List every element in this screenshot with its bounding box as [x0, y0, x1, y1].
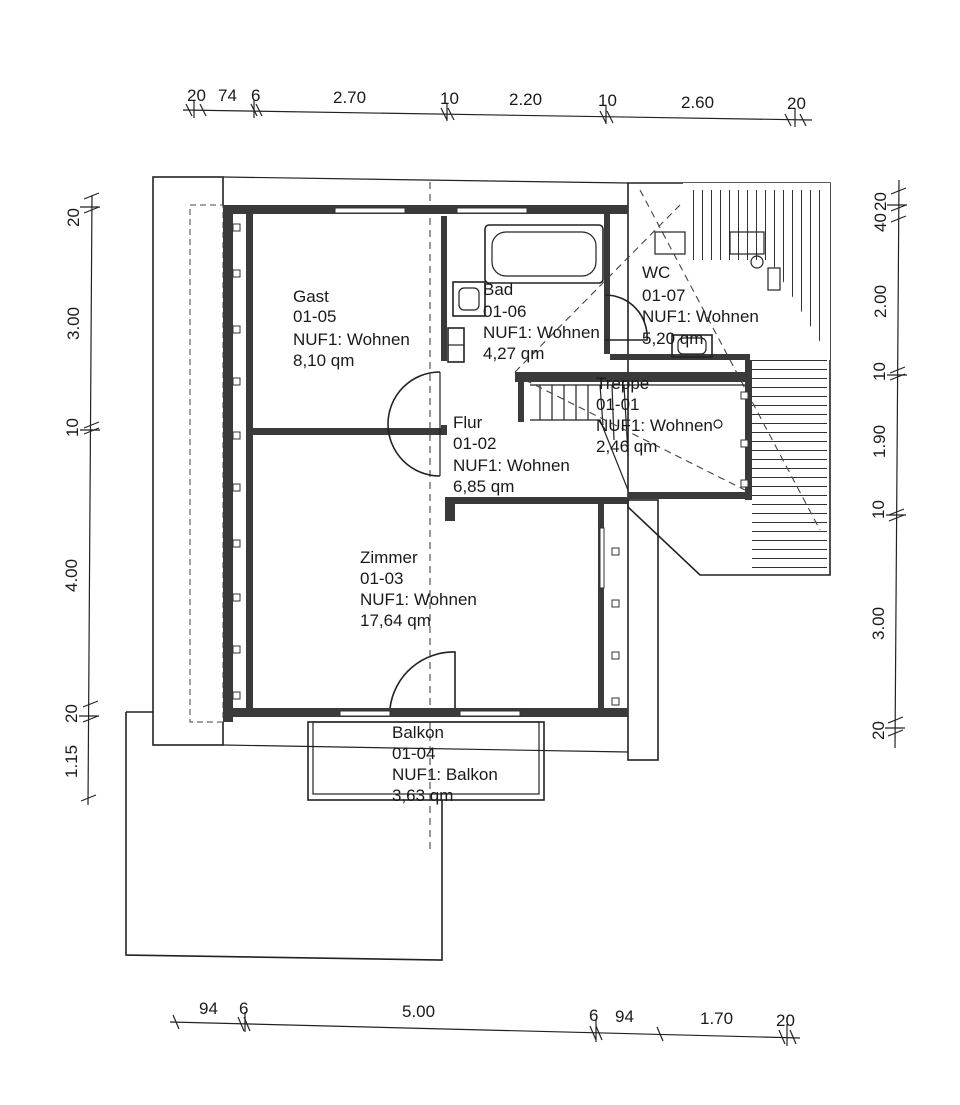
- room-number: 01-04: [392, 744, 435, 763]
- dim-top-label: 74: [218, 86, 237, 105]
- dim-left-label: 1.15: [62, 745, 81, 778]
- dim-right-label: 10: [869, 500, 888, 519]
- wc-fixtures: [654, 231, 781, 291]
- room-gast: Gast 01-05 NUF1: Wohnen 8,10 qm: [293, 287, 410, 370]
- dim-left-label: 20: [64, 208, 83, 227]
- room-name: Treppe: [596, 374, 649, 393]
- dim-bottom-label: 94: [199, 999, 218, 1018]
- dim-top-label: 10: [598, 91, 617, 110]
- dim-bottom-label: 20: [776, 1011, 795, 1030]
- room-usage: NUF1: Balkon: [392, 765, 498, 784]
- dim-right-label: 20: [871, 192, 890, 211]
- room-number: 01-03: [360, 569, 403, 588]
- room-area: 4,27 qm: [483, 344, 544, 363]
- dim-top-label: 2.60: [681, 93, 714, 112]
- room-usage: NUF1: Wohnen: [293, 330, 410, 349]
- washbasin-wc: [671, 334, 713, 358]
- dim-right-label: 1.90: [870, 425, 889, 458]
- shaft: [447, 327, 465, 363]
- dim-top-label: 10: [440, 89, 459, 108]
- room-usage: NUF1: Wohnen: [360, 590, 477, 609]
- ground-outline: [125, 711, 443, 961]
- room-number: 01-02: [453, 434, 496, 453]
- dim-right-label: 10: [870, 362, 889, 381]
- room-usage: NUF1: Wohnen: [453, 456, 570, 475]
- room-flur: Flur 01-02 NUF1: Wohnen 6,85 qm: [453, 413, 570, 496]
- room-name: Gast: [293, 287, 329, 306]
- room-number: 01-07: [642, 286, 685, 305]
- room-name: Zimmer: [360, 548, 418, 567]
- room-area: 2,46 qm: [596, 437, 657, 456]
- dimension-top: 20 74 6 2.70 10 2.20 10 2.60 20: [182, 86, 813, 127]
- doors: [387, 294, 648, 709]
- dim-right-label: 2.00: [871, 285, 890, 318]
- dim-left-label: 10: [63, 418, 82, 437]
- room-name: Bad: [483, 280, 513, 299]
- dim-left-label: 4.00: [62, 559, 81, 592]
- roof-hatching: [152, 176, 831, 761]
- windows: [334, 207, 605, 717]
- dim-top-label: 2.70: [333, 88, 366, 107]
- room-area: 5,20 qm: [642, 329, 703, 348]
- dim-right-label: 40: [871, 213, 890, 232]
- dim-right-label: 20: [869, 721, 888, 740]
- roof-window-markers: [232, 223, 749, 706]
- dim-left-label: 3.00: [64, 307, 83, 340]
- room-wc: WC 01-07 NUF1: Wohnen 5,20 qm: [642, 263, 759, 348]
- washbasin-bad: [452, 281, 486, 317]
- dim-left-label: 20: [62, 704, 81, 723]
- room-treppe: Treppe 01-01 NUF1: Wohnen 2,46 qm: [596, 374, 713, 456]
- dim-bottom-label: 6: [239, 999, 248, 1018]
- bathtub: [484, 224, 604, 284]
- dim-top-label: 20: [787, 94, 806, 113]
- room-name: Balkon: [392, 723, 444, 742]
- dim-bottom-label: 94: [615, 1007, 634, 1026]
- room-bad: Bad 01-06 NUF1: Wohnen 4,27 qm: [483, 280, 600, 363]
- room-zimmer: Zimmer 01-03 NUF1: Wohnen 17,64 qm: [360, 548, 477, 630]
- dim-top-label: 2.20: [509, 90, 542, 109]
- stair: [515, 372, 747, 491]
- room-name: WC: [642, 263, 670, 282]
- dimension-bottom: 94 6 5.00 6 94 1.70 20: [169, 999, 801, 1046]
- dim-top-label: 6: [251, 86, 260, 105]
- room-usage: NUF1: Wohnen: [596, 416, 713, 435]
- room-number: 01-06: [483, 302, 526, 321]
- room-number: 01-05: [293, 307, 336, 326]
- room-area: 6,85 qm: [453, 477, 514, 496]
- dim-right-label: 3.00: [869, 607, 888, 640]
- dim-bottom-label: 6: [589, 1006, 598, 1025]
- room-name: Flur: [453, 413, 483, 432]
- room-area: 17,64 qm: [360, 611, 431, 630]
- room-usage: NUF1: Wohnen: [642, 307, 759, 326]
- room-area: 3,63 qm: [392, 786, 453, 805]
- dim-bottom-label: 5.00: [402, 1002, 435, 1021]
- room-usage: NUF1: Wohnen: [483, 323, 600, 342]
- dim-bottom-label: 1.70: [700, 1009, 733, 1028]
- room-balkon: Balkon 01-04 NUF1: Balkon 3,63 qm: [392, 723, 498, 805]
- balcony: [307, 721, 545, 801]
- dim-top-label: 20: [187, 86, 206, 105]
- dimension-left: 20 3.00 10 4.00 20 1.15: [62, 192, 100, 806]
- room-area: 8,10 qm: [293, 351, 354, 370]
- room-number: 01-01: [596, 395, 639, 414]
- dimension-right: 20 40 2.00 10 1.90 10 3.00 20: [869, 179, 907, 749]
